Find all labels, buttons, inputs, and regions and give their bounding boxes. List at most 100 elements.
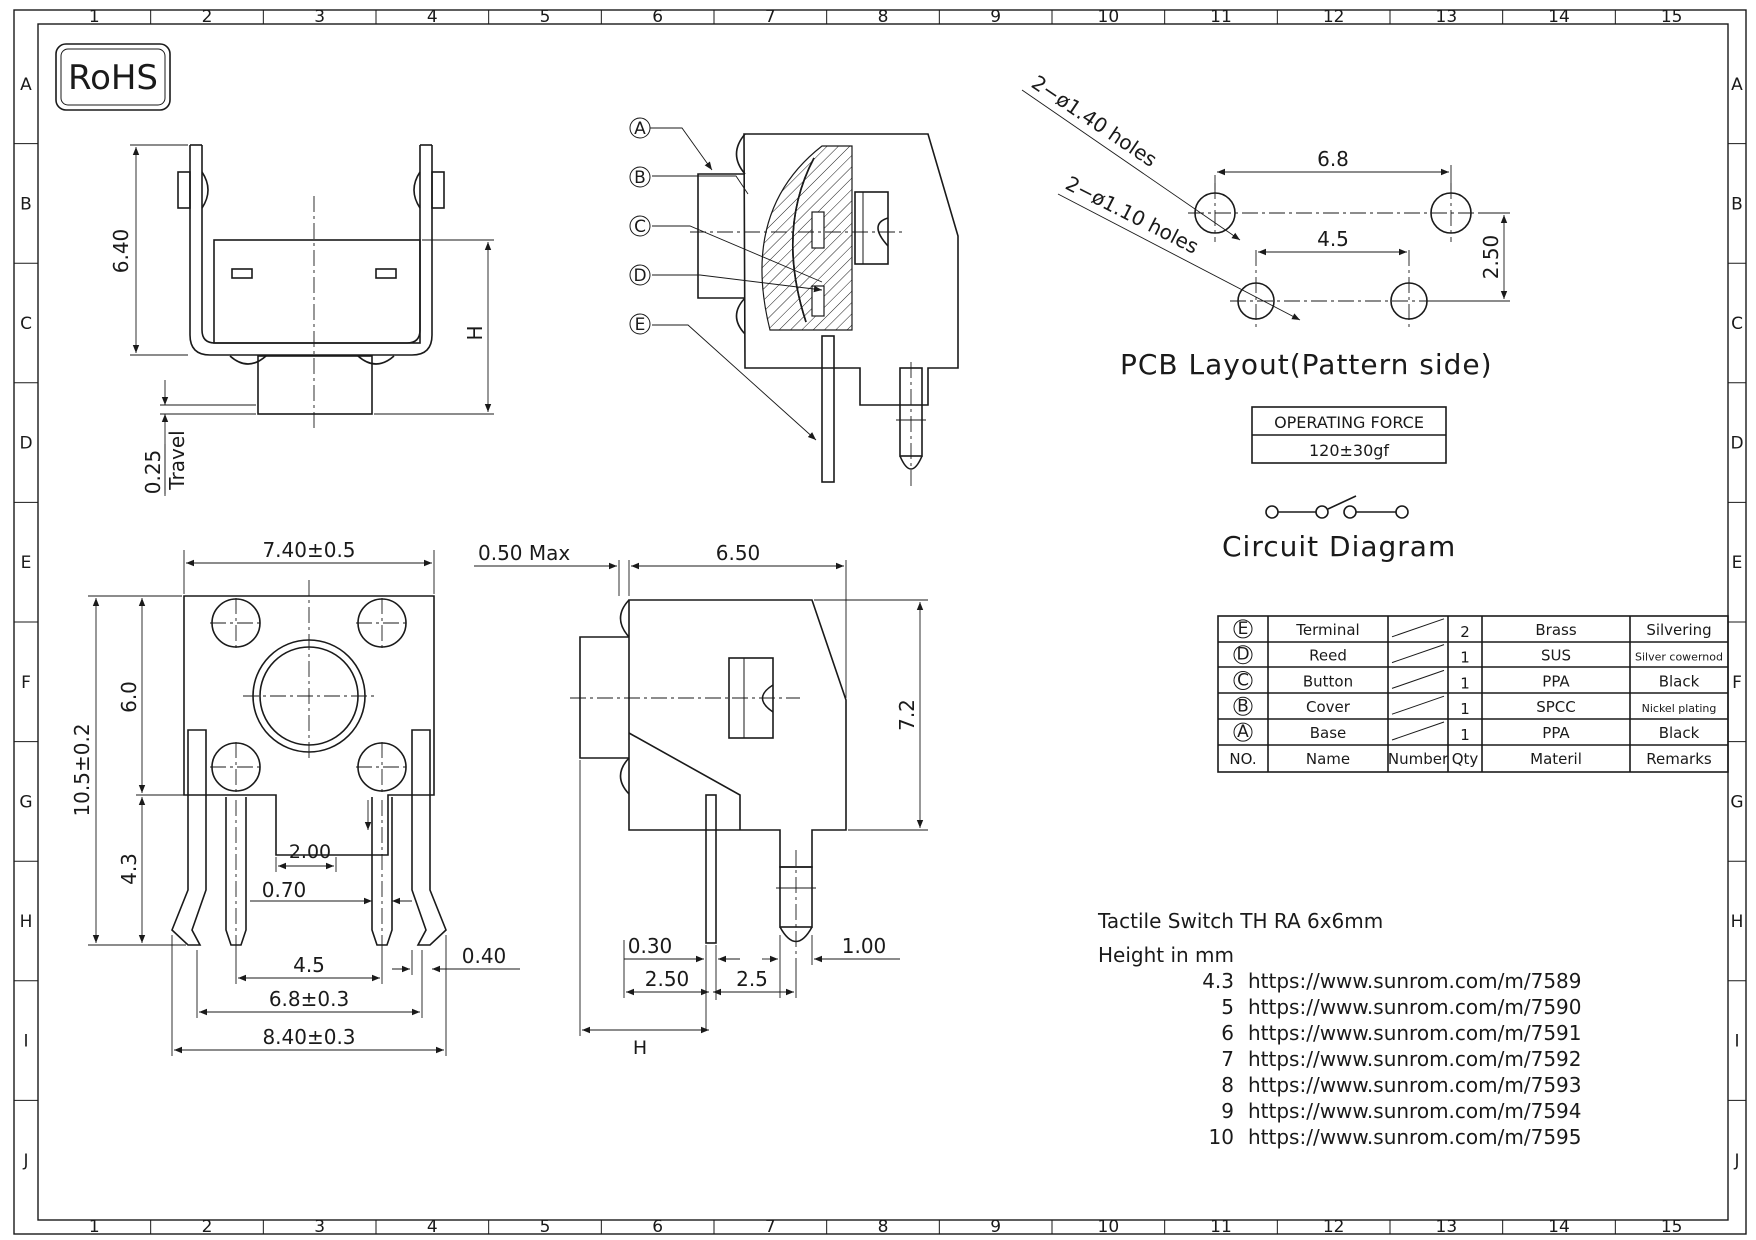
- table-header-no: NO.: [1229, 750, 1256, 768]
- table-material: SPCC: [1536, 698, 1576, 716]
- zone-row-right-A: A: [1731, 75, 1743, 95]
- product-link[interactable]: https://www.sunrom.com/m/7592: [1248, 1047, 1582, 1071]
- zone-column-markers: 1122334455667788991010111112121313141415…: [89, 7, 1683, 1237]
- product-link[interactable]: https://www.sunrom.com/m/7589: [1248, 969, 1582, 993]
- pcb-holes-small: 2−ø1.10 holes: [1062, 171, 1203, 259]
- table-name: Cover: [1306, 698, 1351, 716]
- link-height: 10: [1209, 1125, 1234, 1149]
- zone-col-top-11: 11: [1210, 7, 1232, 27]
- table-qty: 2: [1460, 623, 1470, 641]
- side-dim-h: H: [633, 1037, 647, 1059]
- zone-col-bottom-3: 3: [314, 1217, 325, 1237]
- callout-label-E: E: [635, 315, 646, 335]
- table-no-C: C: [1237, 671, 1249, 691]
- link-height: 7: [1221, 1047, 1234, 1071]
- front-dim-height-upper: 6.0: [117, 681, 141, 713]
- callout-label-C: C: [634, 217, 646, 237]
- zone-col-bottom-1: 1: [89, 1217, 100, 1237]
- table-header-qty: Qty: [1452, 750, 1479, 768]
- product-title: Tactile Switch TH RA 6x6mm: [1097, 909, 1383, 933]
- zone-col-bottom-4: 4: [427, 1217, 438, 1237]
- product-link[interactable]: https://www.sunrom.com/m/7591: [1248, 1021, 1582, 1045]
- circuit-title: Circuit Diagram: [1222, 530, 1456, 563]
- front-dim-height-total: 10.5±0.2: [70, 723, 94, 816]
- zone-row-left-G: G: [19, 792, 32, 812]
- table-no-circle-E: [1233, 619, 1253, 639]
- dim-travel-value: 0.25: [141, 450, 165, 495]
- link-height: 5: [1221, 995, 1234, 1019]
- zone-col-top-10: 10: [1098, 7, 1120, 27]
- top-view: 6.40 H 0.25 Travel: [109, 144, 494, 496]
- table-no-circle-A: [1233, 722, 1253, 742]
- zone-col-top-5: 5: [540, 7, 551, 27]
- product-link[interactable]: https://www.sunrom.com/m/7594: [1248, 1099, 1582, 1123]
- zone-row-right-J: J: [1733, 1151, 1739, 1171]
- table-name: Button: [1303, 672, 1353, 690]
- section-callouts: A B C D E: [629, 117, 651, 335]
- table-no-A: A: [1237, 722, 1249, 742]
- zone-row-right-F: F: [1732, 673, 1742, 693]
- zone-col-top-2: 2: [202, 7, 213, 27]
- table-material: Brass: [1535, 621, 1576, 639]
- callout-circle-C: [629, 215, 651, 237]
- pcb-title: PCB Layout(Pattern side): [1120, 348, 1493, 381]
- link-height: 8: [1221, 1073, 1234, 1097]
- zone-row-left-D: D: [19, 434, 32, 454]
- product-link[interactable]: https://www.sunrom.com/m/7593: [1248, 1073, 1582, 1097]
- side-dim-1-00: 1.00: [842, 934, 887, 958]
- zone-row-left-H: H: [20, 912, 33, 932]
- callout-label-B: B: [634, 168, 646, 188]
- zone-row-left-E: E: [21, 553, 32, 573]
- zone-col-bottom-13: 13: [1436, 1217, 1458, 1237]
- zone-col-top-13: 13: [1436, 7, 1458, 27]
- zone-row-right-G: G: [1730, 792, 1743, 812]
- side-dim-2-5: 2.5: [736, 967, 768, 991]
- zone-col-bottom-10: 10: [1098, 1217, 1120, 1237]
- front-dim-height-lower: 4.3: [117, 853, 141, 885]
- zone-row-right-H: H: [1731, 912, 1744, 932]
- zone-col-bottom-8: 8: [878, 1217, 889, 1237]
- zone-col-top-9: 9: [990, 7, 1001, 27]
- table-qty: 1: [1460, 649, 1470, 667]
- table-remarks: Black: [1659, 724, 1700, 742]
- side-dim-2-50: 2.50: [645, 967, 690, 991]
- link-height: 9: [1221, 1099, 1234, 1123]
- callout-label-A: A: [634, 119, 646, 139]
- callout-label-D: D: [633, 266, 646, 286]
- zone-col-bottom-15: 15: [1661, 1217, 1683, 1237]
- link-height: 6: [1221, 1021, 1234, 1045]
- zone-col-top-3: 3: [314, 7, 325, 27]
- rohs-label: RoHS: [68, 58, 158, 98]
- table-qty: 1: [1460, 726, 1470, 744]
- zone-row-left-F: F: [21, 673, 31, 693]
- table-no-circle-D: [1233, 645, 1253, 665]
- table-header-name: Name: [1306, 750, 1350, 768]
- front-dim-6-8: 6.8±0.3: [269, 987, 349, 1011]
- table-number-slash: [1391, 669, 1445, 689]
- zone-row-right-D: D: [1730, 434, 1743, 454]
- product-link[interactable]: https://www.sunrom.com/m/7590: [1248, 995, 1582, 1019]
- front-dim-8-40: 8.40±0.3: [262, 1025, 355, 1049]
- table-qty: 1: [1460, 700, 1470, 718]
- dim-travel-label: Travel: [165, 430, 189, 490]
- zone-col-top-12: 12: [1323, 7, 1345, 27]
- table-no-B: B: [1237, 696, 1249, 716]
- link-height: 4.3: [1202, 969, 1234, 993]
- product-subtitle: Height in mm: [1098, 943, 1234, 967]
- product-link[interactable]: https://www.sunrom.com/m/7595: [1248, 1125, 1582, 1149]
- operating-force-box: OPERATING FORCE 120±30gf: [1251, 406, 1447, 464]
- zone-col-bottom-5: 5: [540, 1217, 551, 1237]
- zone-row-right-E: E: [1732, 553, 1743, 573]
- front-dim-4-5: 4.5: [293, 953, 325, 977]
- front-dim-2-00: 2.00: [289, 841, 331, 863]
- side-dim-max: 0.50 Max: [478, 541, 570, 565]
- height-link-list: 4.3 https://www.sunrom.com/m/7589 5 https:/…: [1202, 969, 1581, 1149]
- table-no-D: D: [1236, 645, 1249, 665]
- zone-col-bottom-11: 11: [1210, 1217, 1232, 1237]
- operating-force-value: 120±30gf: [1309, 441, 1389, 460]
- table-name: Reed: [1309, 647, 1347, 665]
